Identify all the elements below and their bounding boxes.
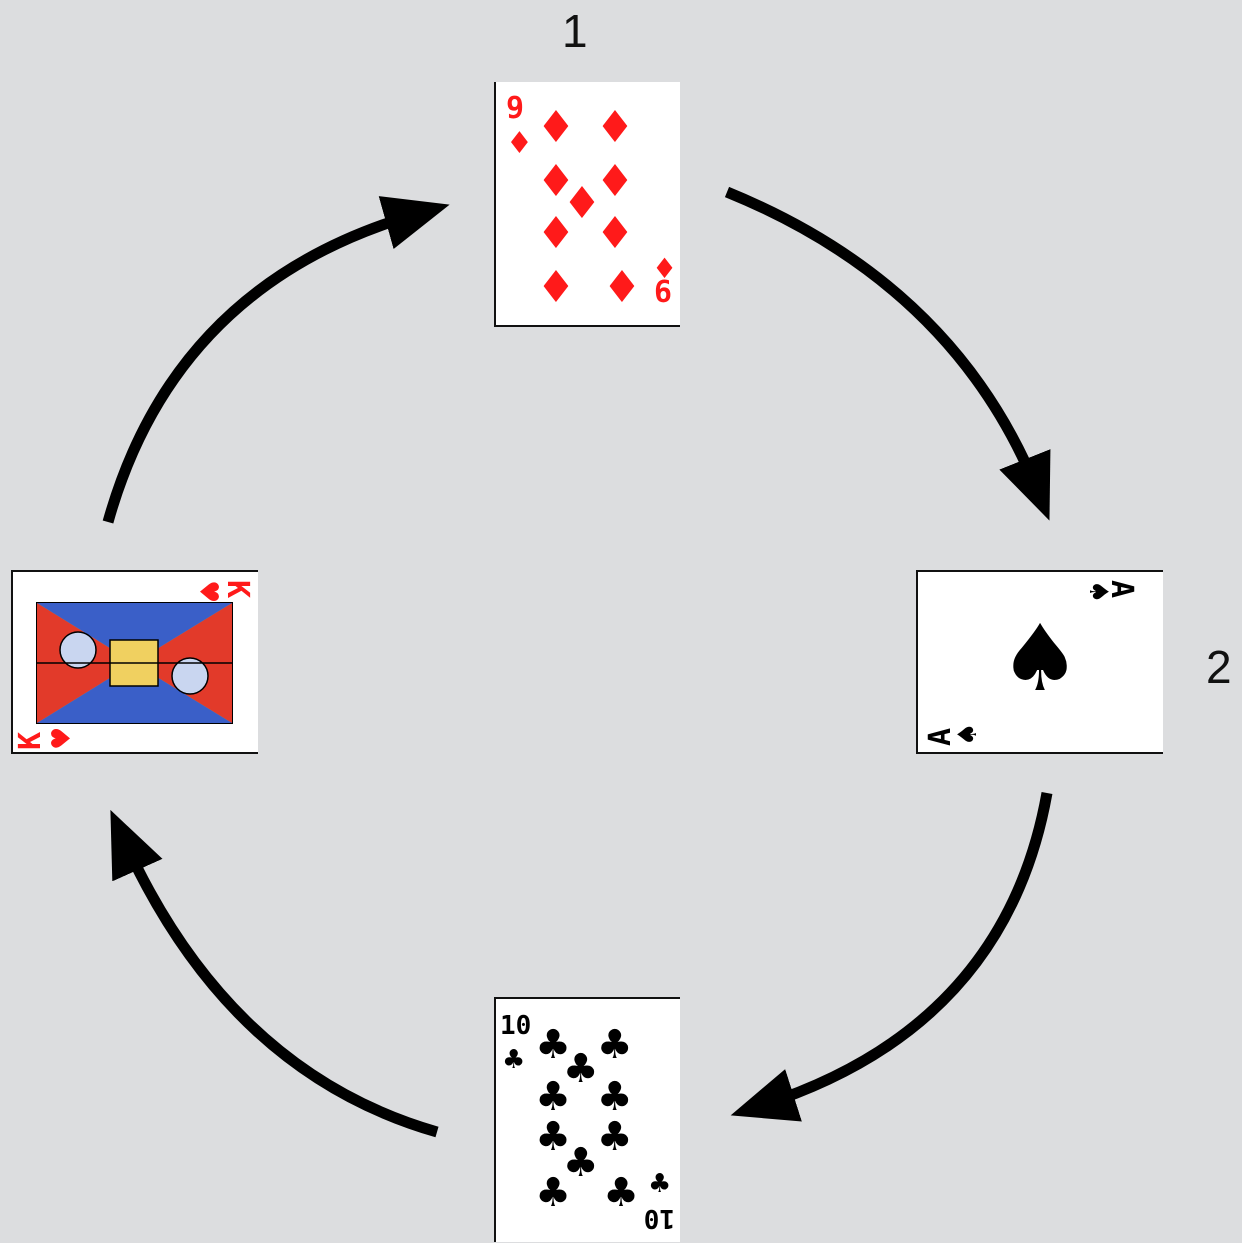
card-left-suit-small-inverted: ♥: [47, 727, 77, 750]
arrow-right-to-bottom: [730, 792, 1053, 1122]
card-top-rank: 9: [506, 91, 524, 126]
card-ten-of-clubs: 10 ♣ ♣♣ ♣ ♣♣ ♣♣ ♣ ♣♣ ♣ 10: [494, 997, 680, 1242]
card-nine-of-diamonds: 9 ♦ ♦♦ ♦♦ ♦ ♦♦ ♦♦ 9 ♦: [494, 82, 680, 327]
arrow-top-to-right: [724, 186, 1051, 521]
card-right-rank: A: [1104, 580, 1139, 598]
position-label-2: 2: [1206, 641, 1232, 693]
card-top-suit-small: ♦: [506, 126, 533, 161]
card-top-pips: ♦♦ ♦♦ ♦ ♦♦ ♦♦: [536, 102, 648, 313]
card-king-of-hearts: K ♥ K ♥: [11, 570, 258, 754]
card-right-suit-small-inverted: ♠: [953, 723, 983, 746]
position-label-1: 1: [562, 5, 588, 57]
card-left-rank-inverted: K: [13, 732, 48, 750]
arrow-left-to-top: [102, 196, 450, 524]
card-left-rank: K: [220, 580, 255, 598]
card-bottom-suit-small-inverted: ♣: [648, 1169, 671, 1199]
card-left-suit-small: ♥: [193, 580, 223, 603]
card-ace-of-spades: ♠ A ♠ A ♠: [916, 570, 1163, 754]
card-bottom-pips: ♣♣ ♣ ♣♣ ♣♣ ♣ ♣♣: [535, 1022, 645, 1216]
arrow-bottom-to-left: [110, 809, 439, 1138]
card-right-rank-inverted: A: [923, 728, 958, 746]
card-top-suit-small-inverted: ♦: [652, 252, 677, 285]
card-bottom-suit-small: ♣: [502, 1045, 525, 1075]
card-bottom-rank: 10: [500, 1011, 531, 1041]
card-right-suit-small: ♠: [1083, 580, 1113, 603]
king-portrait-image: [36, 602, 233, 724]
card-top-rank-inverted: 9: [654, 272, 672, 307]
card-bottom-rank-inverted: 10: [644, 1203, 675, 1233]
card-right-center-spade: ♠: [999, 605, 1081, 712]
